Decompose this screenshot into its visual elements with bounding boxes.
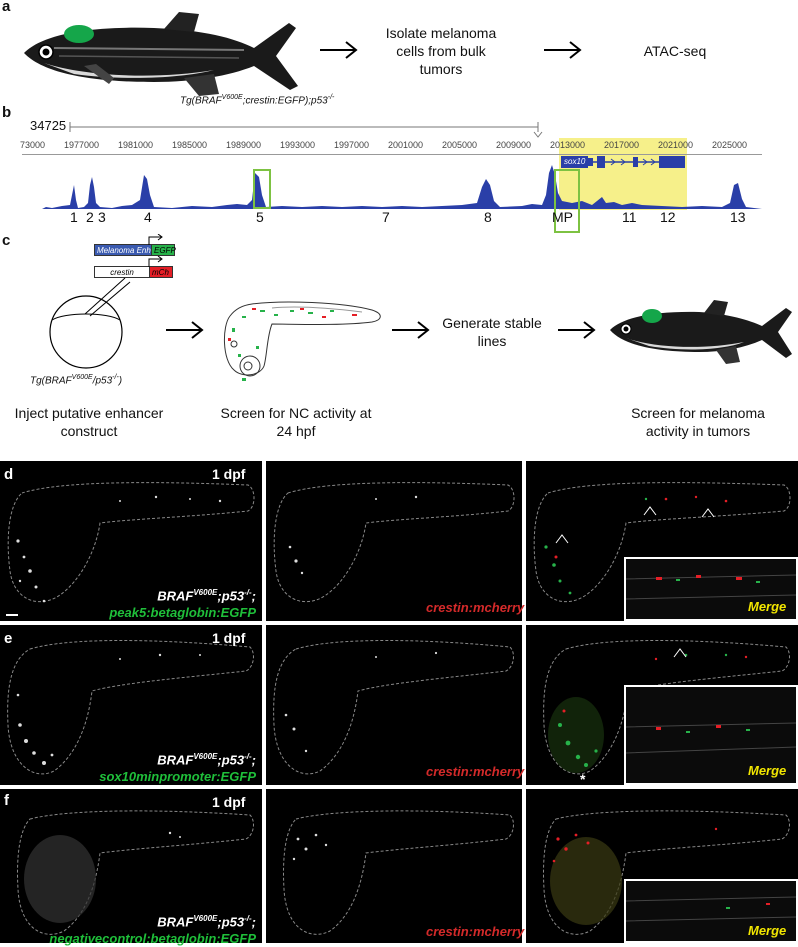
panel-d-label: d	[4, 466, 14, 483]
panel-a-label: a	[2, 0, 11, 15]
arrow-c3-icon	[558, 321, 596, 339]
peak-label-7: 7	[382, 209, 390, 225]
tile-f-egfp	[0, 789, 262, 943]
tile-d-egfp	[0, 461, 262, 621]
genotype-f-line1: BRAFV600E;p53-/-;	[157, 914, 256, 930]
step-atac-seq: ATAC-seq	[643, 43, 707, 59]
sox10-gene-model	[585, 156, 685, 168]
step-generate-lines: Generate stable lines	[442, 315, 542, 349]
tile-e-mcherry	[266, 625, 522, 785]
red-label-d: crestin:mcherry	[426, 600, 525, 615]
dpf-f: 1 dpf	[212, 794, 246, 810]
construct-crestin: crestin mCh	[94, 266, 173, 278]
tile-f-merge: Merge	[526, 789, 798, 943]
adult-fish-illustration	[24, 12, 298, 96]
step-inject: Inject putative enhancer construct	[14, 405, 164, 439]
genotype-e: BRAFV600E;p53-/-; sox10minpromoter:EGFP	[60, 748, 256, 785]
step-screen-nc: Screen for NC activity at 24 hpf	[220, 405, 372, 439]
injected-embryo-illustration	[49, 277, 131, 369]
arrow-c2-icon	[392, 321, 430, 339]
gene-label-sox10: sox10	[561, 156, 589, 168]
tile-f-mcherry	[266, 789, 522, 943]
genotype-d-line1: BRAFV600E;p53-/-;	[157, 588, 256, 604]
genotype-d: BRAFV600E;p53-/-; peak5:betaglobin:EGFP	[60, 584, 256, 621]
tile-d-merge: Merge	[526, 461, 798, 621]
genotype-e-line2: sox10minpromoter:EGFP	[99, 769, 256, 785]
dpf-e: 1 dpf	[212, 630, 246, 646]
arrow-a2-icon	[544, 41, 582, 59]
construct-enhancer: Melanoma Enh EGFP	[94, 244, 176, 256]
inset-f	[624, 879, 798, 943]
panel-b-label: b	[2, 104, 12, 121]
track-scale-label: 34725	[30, 118, 67, 133]
promoter-arrow-2-icon	[148, 256, 163, 267]
construct-egfp-region: EGFP	[152, 244, 176, 256]
scale-bar-d	[6, 614, 18, 616]
tile-e-merge: * Merge	[526, 625, 798, 785]
construct-enhancer-region: Melanoma Enh	[94, 244, 152, 256]
genotype-f-line2: negativecontrol:betaglobin:EGFP	[49, 931, 256, 947]
adult-fish-2-illustration	[610, 300, 792, 364]
genotype-d-line2: peak5:betaglobin:EGFP	[109, 605, 256, 621]
peak-label-1: 1	[70, 209, 78, 225]
peak-label-3: 3	[98, 209, 106, 225]
panel-e-label: e	[4, 630, 13, 647]
peak-label-2: 2	[86, 209, 94, 225]
step-screen-melanoma: Screen for melanoma activity in tumors	[631, 405, 765, 439]
embryo-genotype: Tg(BRAFV600E/p53-/-)	[30, 374, 123, 387]
atac-seq-track	[22, 165, 762, 209]
sox10-gene-highlight	[559, 138, 687, 210]
construct-mch-region: mCh	[150, 266, 173, 278]
dpf-d: 1 dpf	[212, 466, 246, 482]
coordinate-axis: 73000 1977000 1981000 1985000 1989000 19…	[20, 140, 762, 155]
merge-label-f: Merge	[748, 923, 787, 938]
peak-label-11: 11	[622, 209, 637, 225]
construct-crestin-region: crestin	[94, 266, 150, 278]
mp-peak-box	[554, 169, 580, 233]
embryo-24hpf-illustration	[224, 301, 381, 381]
red-label-e: crestin:mcherry	[426, 764, 525, 779]
peak5-box	[253, 169, 271, 209]
panel-f-label: f	[4, 792, 9, 809]
scale-bar	[69, 122, 543, 138]
peak-label-mp: MP	[552, 209, 573, 225]
panel-c-label: c	[2, 232, 11, 249]
adult-fish-genotype: Tg(BRAFV600E;crestin:EGFP);p53-/-	[180, 94, 335, 107]
arrow-a1-icon	[320, 41, 358, 59]
inset-d	[624, 557, 798, 621]
step-isolate-cells: Isolate melanoma cells from bulk tumors	[385, 25, 497, 77]
arrow-c1-icon	[166, 321, 204, 339]
asterisk-e: *	[580, 771, 586, 785]
red-label-f: crestin:mcherry	[426, 924, 525, 939]
tile-e-egfp	[0, 625, 262, 785]
peak-label-4: 4	[144, 209, 152, 225]
genotype-f: BRAFV600E;p53-/-; negativecontrol:betagl…	[20, 910, 256, 947]
tile-d-mcherry	[266, 461, 522, 621]
promoter-arrow-1-icon	[148, 234, 163, 245]
inset-e	[624, 685, 798, 785]
peak-label-5: 5	[256, 209, 264, 225]
peak-label-8: 8	[484, 209, 492, 225]
peak-label-13: 13	[730, 209, 746, 225]
peak-label-12: 12	[660, 209, 676, 225]
genotype-e-line1: BRAFV600E;p53-/-;	[157, 752, 256, 768]
merge-label-e: Merge	[748, 763, 787, 778]
merge-label-d: Merge	[748, 599, 787, 614]
